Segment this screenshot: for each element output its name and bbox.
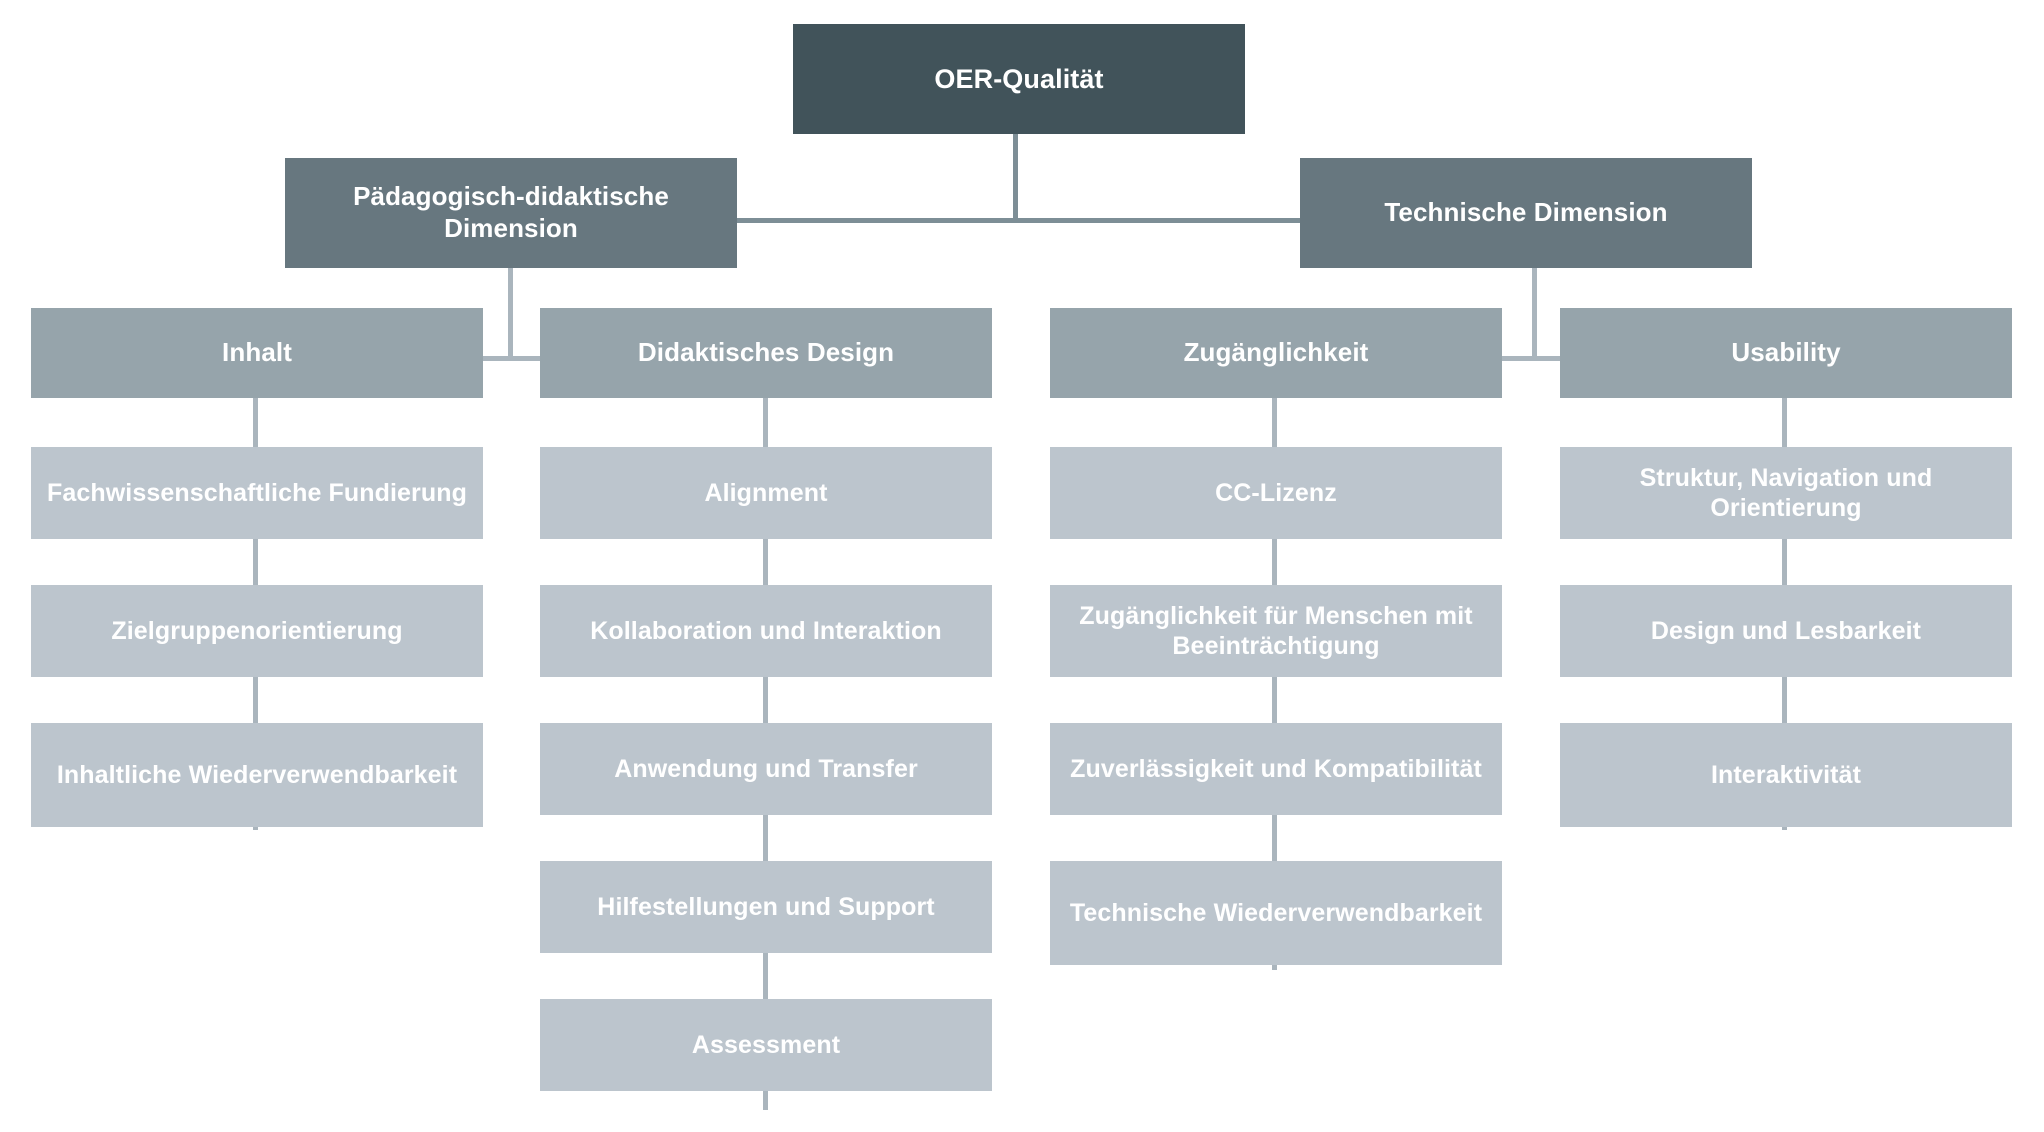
node-root-oer-qualitaet[interactable]: OER-Qualität: [793, 24, 1245, 134]
node-criterion-label: Hilfestellungen und Support: [597, 892, 935, 921]
node-criterion-label: Zielgruppenorientierung: [111, 616, 403, 645]
node-criterion-label: Anwendung und Transfer: [614, 754, 918, 783]
node-criterion[interactable]: Kollaboration und Interaktion: [540, 585, 992, 677]
node-criterion[interactable]: Zielgruppenorientierung: [31, 585, 483, 677]
node-criterion[interactable]: Technische Wiederverwendbarkeit: [1050, 861, 1502, 965]
node-dimension-paedagogisch-didaktisch[interactable]: Pädagogisch-didaktische Dimension: [285, 158, 737, 268]
connector-right-category-bus: [1277, 356, 1787, 361]
node-criterion[interactable]: CC-Lizenz: [1050, 447, 1502, 539]
node-criterion-label: Zugänglichkeit für Menschen mit Beeinträ…: [1079, 601, 1473, 661]
node-criterion-label: Kollaboration und Interaktion: [590, 616, 942, 645]
node-criterion[interactable]: Fachwissenschaftliche Fundierung: [31, 447, 483, 539]
node-criterion[interactable]: Struktur, Navigation und Orientierung: [1560, 447, 2012, 539]
node-criterion-label: Alignment: [704, 478, 828, 507]
node-category-label: Usability: [1731, 337, 1841, 368]
node-criterion[interactable]: Interaktivität: [1560, 723, 2012, 827]
node-dimension-label: Pädagogisch-didaktische Dimension: [353, 181, 669, 243]
connector-left-category-bus: [255, 356, 765, 361]
node-criterion-label: Design und Lesbarkeit: [1650, 616, 1922, 645]
node-dimension-technisch[interactable]: Technische Dimension: [1300, 158, 1752, 268]
node-category-zugaenglichkeit[interactable]: Zugänglichkeit: [1050, 308, 1502, 398]
connector-dimension-bus: [735, 218, 1302, 223]
node-criterion[interactable]: Anwendung und Transfer: [540, 723, 992, 815]
node-criterion-label: Fachwissenschaftliche Fundierung: [47, 478, 467, 507]
node-category-usability[interactable]: Usability: [1560, 308, 2012, 398]
node-category-label: Didaktisches Design: [637, 337, 895, 368]
node-dimension-label: Technische Dimension: [1384, 197, 1668, 228]
node-criterion[interactable]: Assessment: [540, 999, 992, 1091]
node-criterion[interactable]: Design und Lesbarkeit: [1560, 585, 2012, 677]
node-criterion-label: CC-Lizenz: [1215, 478, 1337, 507]
node-criterion-label: Technische Wiederverwendbarkeit: [1069, 898, 1483, 927]
node-criterion-label: Inhaltliche Wiederverwendbarkeit: [56, 760, 458, 789]
node-criterion[interactable]: Zugänglichkeit für Menschen mit Beeinträ…: [1050, 585, 1502, 677]
connector-column-3-spine: [1272, 398, 1277, 970]
node-criterion-label: Zuverlässigkeit und Kompatibilität: [1070, 754, 1482, 783]
connector-left-dimension-stem: [508, 268, 513, 360]
node-criterion[interactable]: Alignment: [540, 447, 992, 539]
node-criterion[interactable]: Zuverlässigkeit und Kompatibilität: [1050, 723, 1502, 815]
node-category-inhalt[interactable]: Inhalt: [31, 308, 483, 398]
node-category-label: Zugänglichkeit: [1183, 337, 1369, 368]
node-criterion-label: Assessment: [691, 1030, 841, 1059]
node-criterion[interactable]: Inhaltliche Wiederverwendbarkeit: [31, 723, 483, 827]
node-criterion-label: Struktur, Navigation und Orientierung: [1639, 463, 1933, 523]
node-category-label: Inhalt: [222, 337, 292, 368]
node-category-didaktisches-design[interactable]: Didaktisches Design: [540, 308, 992, 398]
node-root-label: OER-Qualität: [934, 63, 1104, 94]
connector-right-dimension-stem: [1532, 268, 1537, 360]
connector-root-stem: [1013, 134, 1018, 222]
node-criterion[interactable]: Hilfestellungen und Support: [540, 861, 992, 953]
node-criterion-label: Interaktivität: [1710, 760, 1862, 789]
